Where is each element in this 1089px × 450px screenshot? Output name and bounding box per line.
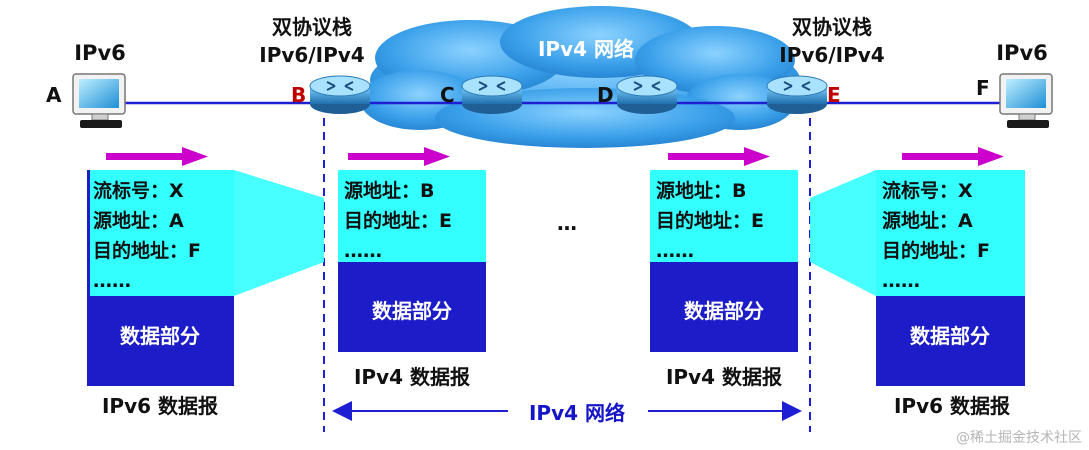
- right-dual-stack-label: 双协议栈: [792, 15, 872, 39]
- header-line-flow-label: 流标号：X: [93, 179, 184, 202]
- ipv6-datagram-right: 流标号：X 源地址：A 目的地址：F …… 数据部分 IPv6 数据报: [876, 170, 1025, 418]
- datagram-caption: IPv4 数据报: [354, 365, 470, 389]
- header-line-src: 源地址：B: [344, 179, 434, 202]
- node-c-label: C: [440, 83, 455, 107]
- left-dual-stack-protocols: IPv6/IPv4: [259, 43, 364, 67]
- ipv6-data-box: [876, 296, 1025, 386]
- ipv4-datagram-left: 源地址：B 目的地址：E …… 数据部分 IPv4 数据报: [338, 170, 486, 389]
- header-line-src: 源地址：A: [882, 209, 973, 232]
- right-host-ipv6-label: IPv6: [996, 41, 1048, 65]
- ipv6-data-box: [87, 296, 234, 386]
- datagram-caption: IPv4 数据报: [666, 365, 782, 389]
- direction-arrow-2: [348, 147, 450, 166]
- data-part-label: 数据部分: [684, 299, 764, 323]
- header-line-dst: 目的地址：F: [93, 239, 201, 262]
- header-line-flow-label: 流标号：X: [882, 179, 973, 202]
- watermark-text: @稀土掘金技术社区: [956, 430, 1082, 446]
- header-line-dst: 目的地址：F: [882, 239, 990, 262]
- header-line-ellipsis: ……: [344, 240, 382, 262]
- datagram-caption: IPv6 数据报: [894, 394, 1010, 418]
- router-d-icon: [616, 75, 678, 114]
- node-e-label: E: [827, 83, 841, 107]
- node-d-label: D: [597, 83, 614, 107]
- header-line-ellipsis: ……: [882, 270, 920, 292]
- ipv4-cloud: [360, 6, 800, 148]
- ipv6-header-box: [87, 170, 234, 296]
- data-part-label: 数据部分: [910, 324, 990, 348]
- left-host-ipv6-label: IPv6: [74, 41, 126, 65]
- host-f-computer-icon: [999, 73, 1053, 128]
- node-a-label: A: [46, 83, 62, 107]
- ipv6-datagram-left: 流标号：X 源地址：A 目的地址：F …… 数据部分 IPv6 数据报: [87, 170, 234, 418]
- ipv4-header-box: [338, 170, 486, 262]
- node-b-label: B: [291, 83, 306, 107]
- header-line-ellipsis: ……: [93, 270, 131, 292]
- right-dual-stack-protocols: IPv6/IPv4: [779, 43, 884, 67]
- ipv4-datagram-right: 源地址：B 目的地址：E …… 数据部分 IPv4 数据报: [650, 170, 798, 389]
- cloud-label: IPv4 网络: [538, 37, 634, 61]
- middle-ellipsis: …: [557, 211, 577, 235]
- bottom-ipv4-network-label: IPv4 网络: [529, 401, 625, 425]
- ipv4-header-box: [650, 170, 798, 262]
- left-encapsulation-wedge: [234, 170, 324, 296]
- router-c-icon: [461, 75, 523, 114]
- router-b-icon: [309, 75, 371, 114]
- ipv4-data-box: [338, 262, 486, 352]
- left-dual-stack-label: 双协议栈: [272, 15, 352, 39]
- data-part-label: 数据部分: [372, 299, 452, 323]
- header-line-src: 源地址：B: [656, 179, 746, 202]
- ipv4-data-box: [650, 262, 798, 352]
- direction-arrow-1: [106, 147, 208, 166]
- header-line-src: 源地址：A: [93, 209, 184, 232]
- header-line-dst: 目的地址：E: [344, 209, 452, 232]
- right-decapsulation-wedge: [810, 170, 876, 296]
- host-a-computer-icon: [72, 73, 126, 128]
- router-e-icon: [766, 75, 828, 114]
- direction-arrow-4: [902, 147, 1004, 166]
- header-line-ellipsis: ……: [656, 240, 694, 262]
- data-part-label: 数据部分: [120, 324, 200, 348]
- header-line-dst: 目的地址：E: [656, 209, 764, 232]
- direction-arrow-3: [668, 147, 770, 166]
- ipv6-header-box: [876, 170, 1025, 296]
- node-f-label: F: [976, 76, 990, 100]
- datagram-caption: IPv6 数据报: [102, 394, 218, 418]
